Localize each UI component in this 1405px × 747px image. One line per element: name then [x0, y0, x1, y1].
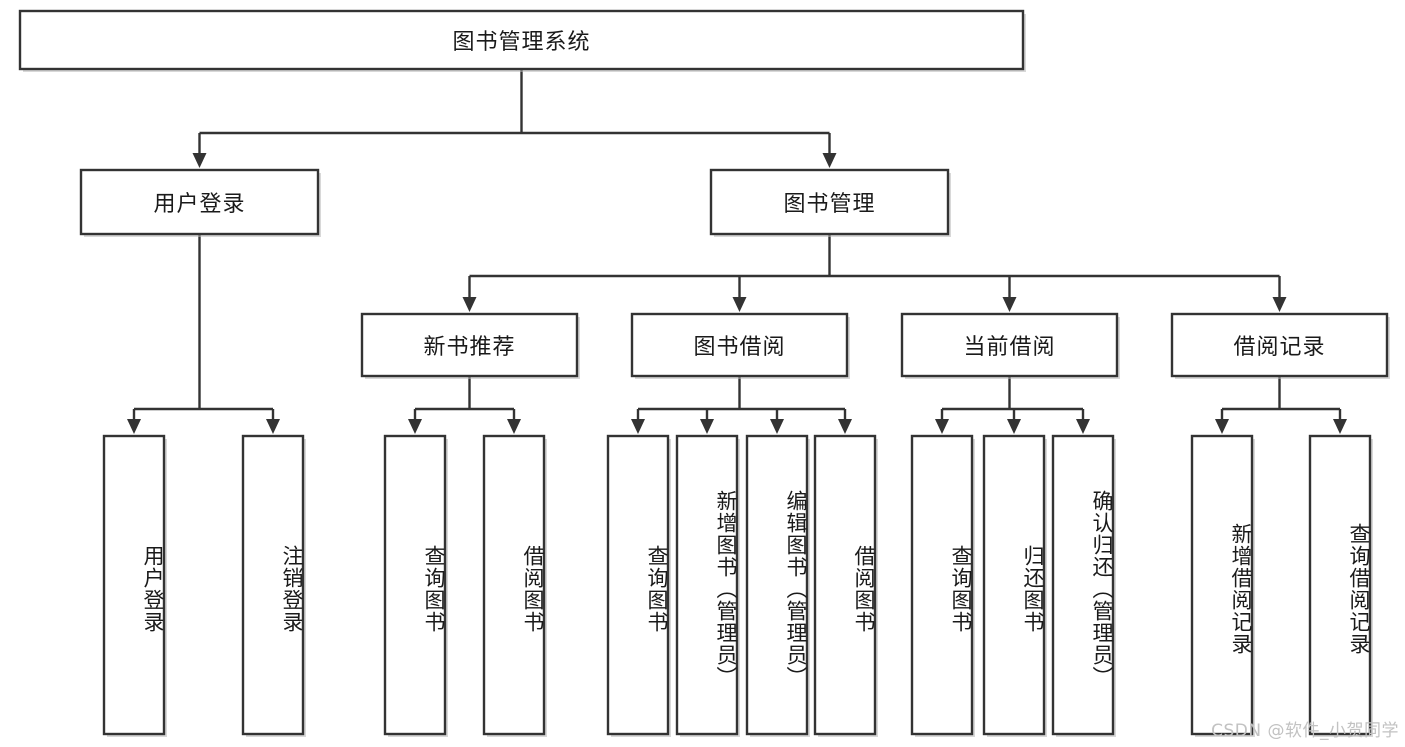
node-leaf-add-book[interactable] — [675, 434, 739, 736]
node-book-borrow[interactable] — [630, 312, 849, 378]
node-leaf-return-book[interactable] — [982, 434, 1046, 736]
node-user-login[interactable] — [79, 168, 320, 236]
node-leaf-query-book-b[interactable] — [606, 434, 670, 736]
node-borrow-record[interactable] — [1170, 312, 1389, 378]
node-leaf-query-book-c[interactable] — [910, 434, 974, 736]
node-leaf-add-record[interactable] — [1190, 434, 1254, 736]
connector-lines — [127, 69, 1347, 434]
node-boxes — [18, 9, 1390, 737]
node-leaf-query-record[interactable] — [1308, 434, 1372, 736]
node-current-borrow[interactable] — [900, 312, 1119, 378]
node-leaf-borrow-book-b[interactable] — [813, 434, 877, 736]
node-root-图书管理系统[interactable] — [18, 9, 1025, 71]
node-leaf-user-login[interactable] — [102, 434, 166, 736]
node-leaf-borrow-book-a[interactable] — [482, 434, 546, 736]
node-leaf-confirm-return[interactable] — [1051, 434, 1115, 736]
node-book-manage[interactable] — [709, 168, 950, 236]
node-leaf-query-book-a[interactable] — [383, 434, 447, 736]
node-leaf-edit-book[interactable] — [745, 434, 809, 736]
node-leaf-logout[interactable] — [241, 434, 305, 736]
node-new-book-recommend[interactable] — [360, 312, 579, 378]
